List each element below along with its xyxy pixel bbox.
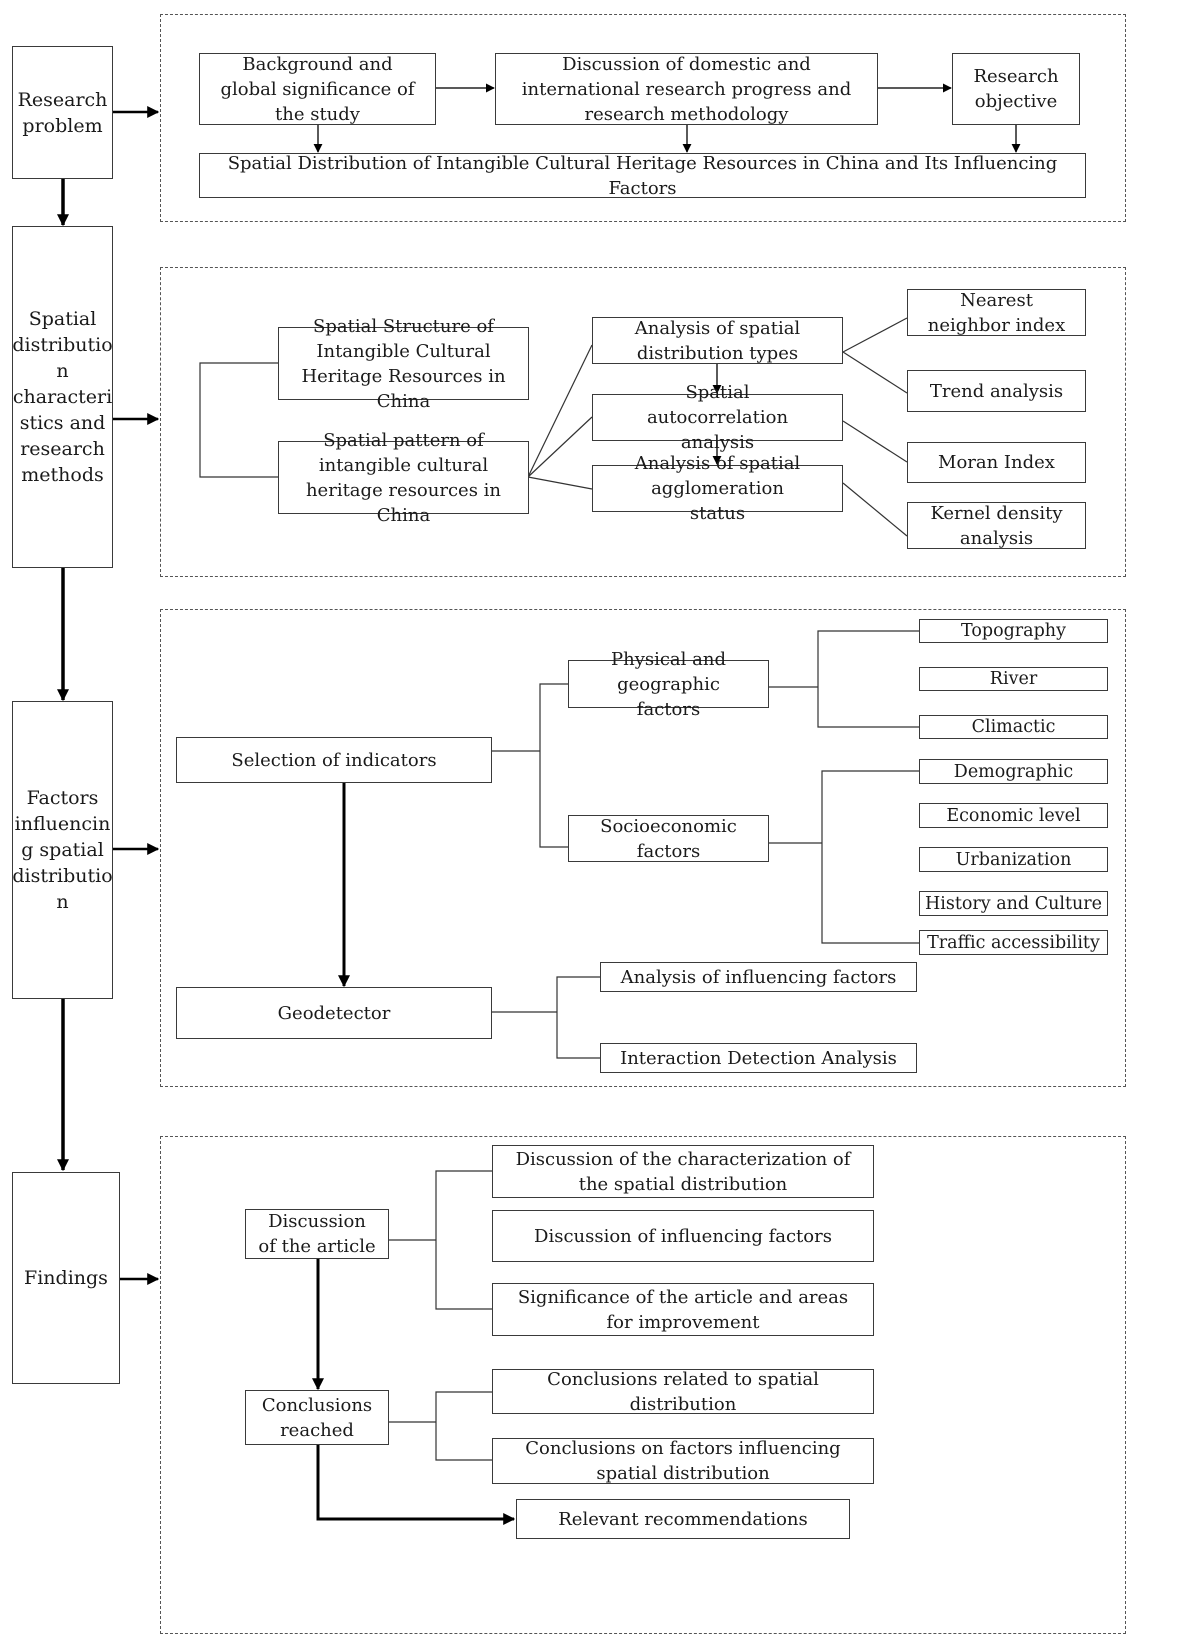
- kernel-density-box: Kernel density analysis: [907, 502, 1086, 549]
- climactic-box: Climactic: [919, 715, 1108, 739]
- selection-indicators-box: Selection of indicators: [176, 737, 492, 783]
- socioeconomic-factors-box: Socioeconomic factors: [568, 815, 769, 862]
- research-objective-box: Research objective: [952, 53, 1080, 125]
- findings-panel: [160, 1136, 1126, 1634]
- spatial-structure-box: Spatial Structure of Intangible Cultural…: [278, 316, 529, 412]
- conclusions-reached-box: Conclusions reached: [245, 1390, 389, 1445]
- traffic-accessibility-box: Traffic accessibility: [919, 930, 1108, 955]
- factors-panel: [160, 609, 1126, 1087]
- spatial-distribution-panel: [160, 267, 1126, 577]
- spatial-conclusions-box: Conclusions related to spatial distribut…: [492, 1369, 874, 1415]
- spatial-pattern-box: Spatial pattern of intangible cultural h…: [278, 430, 529, 526]
- distribution-types-box: Analysis of spatial distribution types: [592, 317, 843, 364]
- characterization-discussion-box: Discussion of the characterization of th…: [492, 1145, 874, 1198]
- stage-research-problem: Research problem: [12, 46, 113, 179]
- economic-level-box: Economic level: [919, 803, 1108, 828]
- autocorrelation-box: Spatial autocorrelation analysis: [592, 382, 843, 453]
- influencing-discussion-box: Discussion of influencing factors: [492, 1210, 874, 1262]
- trend-analysis-box: Trend analysis: [907, 370, 1086, 412]
- demographic-box: Demographic: [919, 759, 1108, 784]
- river-box: River: [919, 667, 1108, 691]
- topography-box: Topography: [919, 619, 1108, 643]
- significance-box: Significance of the article and areas fo…: [492, 1283, 874, 1336]
- stage-spatial-distribution: Spatial distributio n characteri stics a…: [12, 226, 113, 568]
- discussion-article-box: Discussion of the article: [245, 1209, 389, 1259]
- study-title-box: Spatial Distribution of Intangible Cultu…: [199, 153, 1086, 199]
- factor-conclusions-box: Conclusions on factors influencing spati…: [492, 1438, 874, 1484]
- background-box: Background and global significance of th…: [199, 53, 436, 125]
- geodetector-box: Geodetector: [176, 987, 492, 1039]
- history-culture-box: History and Culture: [919, 891, 1108, 916]
- moran-index-box: Moran Index: [907, 442, 1086, 483]
- stage-factors: Factors influencin g spatial distributio…: [12, 701, 113, 999]
- recommendations-box: Relevant recommendations: [516, 1499, 850, 1539]
- discussion-progress-box: Discussion of domestic and international…: [495, 53, 878, 125]
- agglomeration-box: Analysis of spatial agglomeration status: [592, 453, 843, 524]
- stage-findings: Findings: [12, 1172, 120, 1384]
- urbanization-box: Urbanization: [919, 847, 1108, 872]
- influencing-factors-box: Analysis of influencing factors: [600, 962, 917, 992]
- research-problem-panel: [160, 14, 1126, 222]
- physical-factors-box: Physical and geographic factors: [568, 649, 769, 720]
- nearest-neighbor-box: Nearest neighbor index: [907, 289, 1086, 336]
- interaction-detection-box: Interaction Detection Analysis: [600, 1043, 917, 1073]
